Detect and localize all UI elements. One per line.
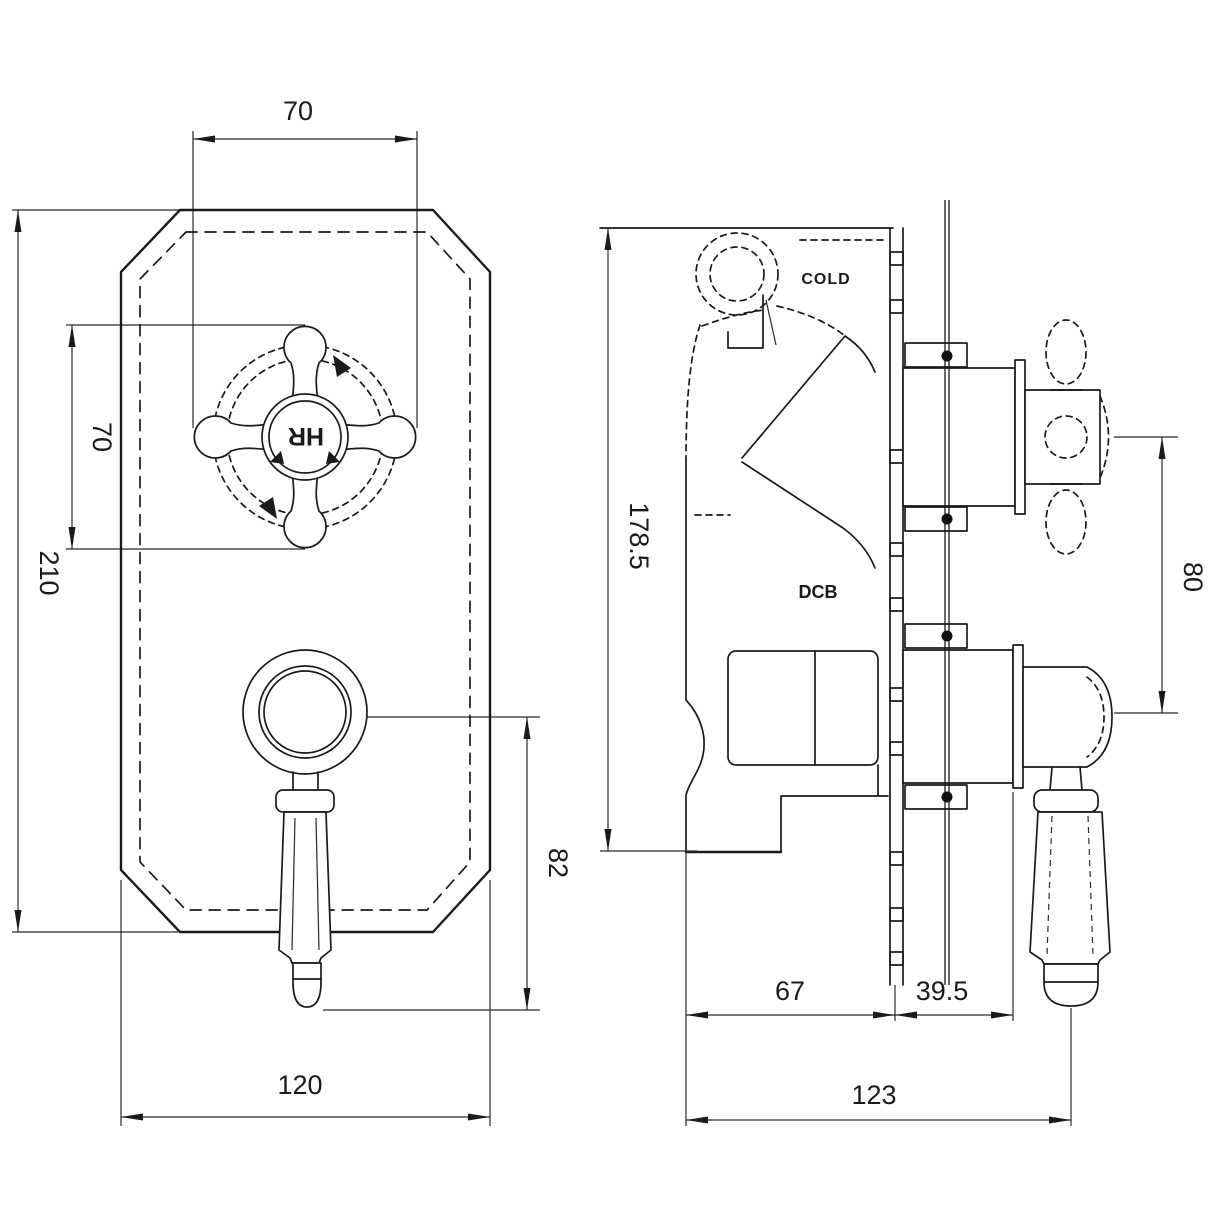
concealed-body	[684, 239, 889, 854]
handle-hub-outer	[261, 393, 349, 481]
hub-arrow-icon	[270, 451, 284, 464]
dim-label-valve-depth: 39.5	[916, 976, 969, 1006]
top-valve-flange	[1014, 359, 1026, 515]
dimension-body-depth: 67	[686, 976, 895, 1019]
lever-ring-outer	[242, 649, 368, 775]
lever-grip-facets	[291, 817, 320, 951]
cold-port-label: COLD	[801, 271, 850, 288]
extension-lines-plate-height	[12, 209, 180, 933]
lever-grip-side	[1029, 811, 1111, 965]
front-view: HR 70 70	[12, 96, 573, 1126]
faceplate-hidden-edge	[139, 231, 471, 911]
lever-collar-side	[1033, 789, 1099, 813]
bottom-valve-flange	[1012, 644, 1024, 789]
lever-tip	[292, 962, 322, 1008]
dim-label-handle-height: 70	[87, 422, 117, 452]
dim-label-plate-height: 210	[34, 550, 64, 595]
top-handle-hub	[1044, 415, 1088, 459]
dimension-overall-depth: 123	[686, 1080, 1071, 1124]
top-valve-body	[902, 367, 1016, 507]
inlet-elbow	[695, 232, 779, 349]
cross-handle-label: HR	[288, 422, 324, 450]
dim-label-overall-depth: 123	[851, 1080, 896, 1110]
wall-section-ticks	[889, 251, 904, 966]
dimension-overall-height: 178.5	[604, 228, 654, 851]
dim-label-plate-width: 120	[277, 1070, 322, 1100]
mounting-rod	[941, 200, 953, 985]
lever-stem	[292, 771, 319, 791]
top-handle-lobe-up	[1045, 319, 1087, 385]
top-handle-lobe-down	[1045, 489, 1087, 555]
bottom-valve-dome-arc	[1086, 676, 1105, 758]
cross-handle: HR	[193, 325, 417, 549]
lever-tip-side	[1043, 963, 1099, 1007]
dimension-lever-drop: 82	[523, 717, 573, 1010]
lever-ring-mid	[258, 665, 352, 759]
hub-arrow-icon	[326, 451, 340, 464]
dcb-label: DCB	[799, 582, 838, 602]
dimension-top-width: 70	[193, 96, 417, 143]
extension-lines-plate-width	[120, 880, 491, 1126]
bottom-valve-body	[902, 649, 1014, 784]
handle-hub-inner	[268, 400, 342, 474]
faceplate-outline	[119, 208, 492, 934]
bottom-valve-barrel	[1022, 666, 1113, 768]
dimension-valve-depth: 39.5	[895, 976, 1013, 1019]
bottom-valve-side	[902, 644, 1113, 1007]
lever-handle-front	[242, 649, 368, 1008]
lever-collar	[275, 789, 335, 813]
dimension-handle-spacing: 80	[1158, 437, 1208, 713]
extension-lines-top-width	[192, 131, 418, 428]
rotation-arrow-icon	[259, 497, 277, 519]
dimension-handle-height: 70	[68, 325, 117, 549]
dim-label-body-depth: 67	[775, 976, 805, 1006]
top-handle-block	[1024, 389, 1101, 485]
top-valve-side	[902, 319, 1110, 555]
dim-label-top-width: 70	[283, 96, 313, 126]
dimension-plate-height: 210	[14, 210, 64, 932]
dim-label-lever-drop: 82	[543, 848, 573, 878]
wall-plate	[889, 227, 904, 986]
mounting-tab	[904, 623, 968, 649]
lever-ring-inner	[263, 670, 347, 754]
lever-grip-side-facets	[1046, 815, 1094, 956]
extension-lines-lever-drop	[323, 716, 540, 1011]
mounting-tab	[904, 506, 968, 532]
extension-lines-handle-height	[66, 324, 305, 550]
rotation-arrow-icon	[333, 355, 351, 377]
mounting-tab	[904, 342, 968, 368]
side-view: COLD DCB	[599, 200, 1208, 1126]
lever-stem-side	[1049, 766, 1083, 791]
dimension-plate-width: 120	[121, 1070, 490, 1121]
mounting-tab	[904, 784, 968, 810]
body-block	[727, 650, 879, 766]
dim-label-overall-height: 178.5	[624, 502, 654, 570]
extension-lines-handle-spacing	[1114, 436, 1178, 714]
dim-label-handle-spacing: 80	[1178, 562, 1208, 592]
lever-grip	[278, 811, 332, 964]
